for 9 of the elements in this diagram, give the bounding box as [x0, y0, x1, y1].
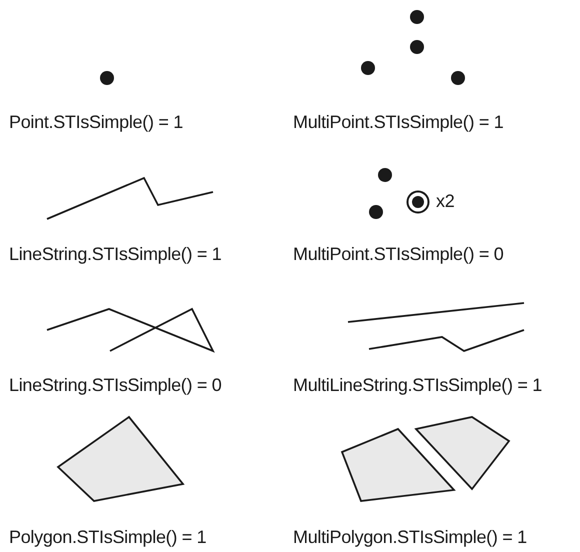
- caption: x2: [436, 190, 454, 212]
- caption: LineString.STIsSimple() = 1: [9, 243, 222, 265]
- caption: MultiLineString.STIsSimple() = 1: [293, 374, 542, 396]
- caption: Point.STIsSimple() = 1: [9, 111, 183, 133]
- caption: MultiPoint.STIsSimple() = 0: [293, 243, 504, 265]
- caption: Polygon.STIsSimple() = 1: [9, 526, 206, 548]
- caption: LineString.STIsSimple() = 0: [9, 374, 222, 396]
- caption: MultiPoint.STIsSimple() = 1: [293, 111, 504, 133]
- caption: MultiPolygon.STIsSimple() = 1: [293, 526, 527, 548]
